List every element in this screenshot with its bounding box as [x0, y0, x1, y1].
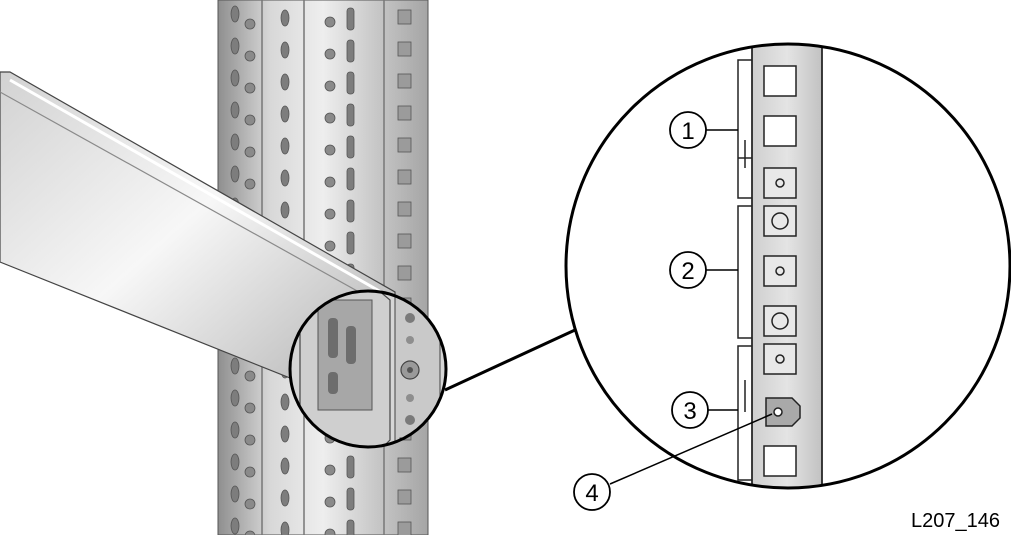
post-hole — [324, 80, 336, 92]
figure-id-label: L207_146 — [911, 510, 1000, 532]
post-hole — [280, 105, 290, 123]
post-hole — [244, 498, 256, 510]
square-hole — [763, 65, 797, 97]
post-hole — [244, 370, 256, 382]
post-hole — [346, 455, 355, 479]
post-hole — [346, 199, 355, 223]
post-hole — [324, 48, 336, 60]
post-hole — [280, 169, 290, 187]
post-hole — [230, 69, 240, 87]
post-hole — [244, 146, 256, 158]
square-hole — [763, 115, 797, 147]
callout-4-number: 4 — [585, 480, 598, 507]
post-hole — [397, 457, 412, 473]
post-hole — [346, 167, 355, 191]
post-hole — [280, 425, 290, 443]
post-hole — [397, 201, 412, 217]
callout-3-number: 3 — [683, 398, 696, 425]
post-hole — [280, 41, 290, 59]
post-hole — [324, 176, 336, 188]
post-hole — [324, 240, 336, 252]
square-hole — [764, 490, 796, 520]
post-hole — [324, 144, 336, 156]
post-hole — [280, 521, 290, 535]
post-hole — [346, 487, 355, 511]
post-hole — [346, 71, 355, 95]
detail-source-circle — [288, 289, 448, 449]
square-hole — [763, 445, 797, 477]
post-hole — [397, 41, 412, 57]
post-hole — [280, 137, 290, 155]
post-hole — [346, 135, 355, 159]
post-hole — [346, 519, 355, 535]
magnified-detail-circle — [564, 42, 1011, 520]
callout-4: 4 — [573, 413, 773, 511]
post-hole — [397, 521, 412, 535]
post-hole — [244, 18, 256, 30]
post-hole — [230, 485, 240, 503]
post-hole — [230, 453, 240, 471]
slide-rail — [0, 71, 396, 421]
post-hole — [244, 434, 256, 446]
post-hole — [324, 208, 336, 220]
post-hole — [230, 101, 240, 119]
post-hole — [280, 489, 290, 507]
callout-1: 1 — [669, 111, 738, 149]
post-hole — [280, 9, 290, 27]
post-hole — [244, 178, 256, 190]
post-hole — [230, 357, 240, 375]
post-hole — [324, 16, 336, 28]
mounting-positions — [763, 167, 797, 375]
post-hole — [346, 103, 355, 127]
post-hole — [230, 37, 240, 55]
post-hole — [324, 112, 336, 124]
post-hole — [230, 389, 240, 407]
post-hole — [230, 165, 240, 183]
post-hole — [230, 517, 240, 535]
post-hole — [244, 82, 256, 94]
post-hole — [280, 393, 290, 411]
post-hole — [230, 133, 240, 151]
callout-2: 2 — [669, 251, 738, 289]
post-hole — [346, 7, 355, 31]
post-hole — [280, 457, 290, 475]
post-hole — [230, 5, 240, 23]
post-hole — [324, 528, 336, 535]
post-hole — [244, 466, 256, 478]
post-hole — [346, 39, 355, 63]
post-hole — [324, 496, 336, 508]
callout-3: 3 — [671, 391, 738, 429]
post-hole — [397, 73, 412, 89]
post-hole — [244, 50, 256, 62]
post-hole — [397, 169, 412, 185]
magnifier-connector-line — [444, 328, 576, 392]
post-hole — [324, 464, 336, 476]
post-hole — [230, 421, 240, 439]
locating-pin — [765, 397, 801, 427]
post-hole — [397, 137, 412, 153]
post-hole — [397, 265, 412, 281]
post-hole — [244, 530, 256, 535]
post-hole — [397, 105, 412, 121]
post-hole — [397, 233, 412, 249]
post-hole — [280, 73, 290, 91]
post-hole — [280, 201, 290, 219]
post-hole — [244, 402, 256, 414]
post-hole — [397, 489, 412, 505]
post-hole — [346, 231, 355, 255]
callout-1-number: 1 — [681, 118, 694, 145]
callout-2-number: 2 — [681, 258, 694, 285]
post-hole — [244, 114, 256, 126]
post-hole — [397, 9, 412, 25]
